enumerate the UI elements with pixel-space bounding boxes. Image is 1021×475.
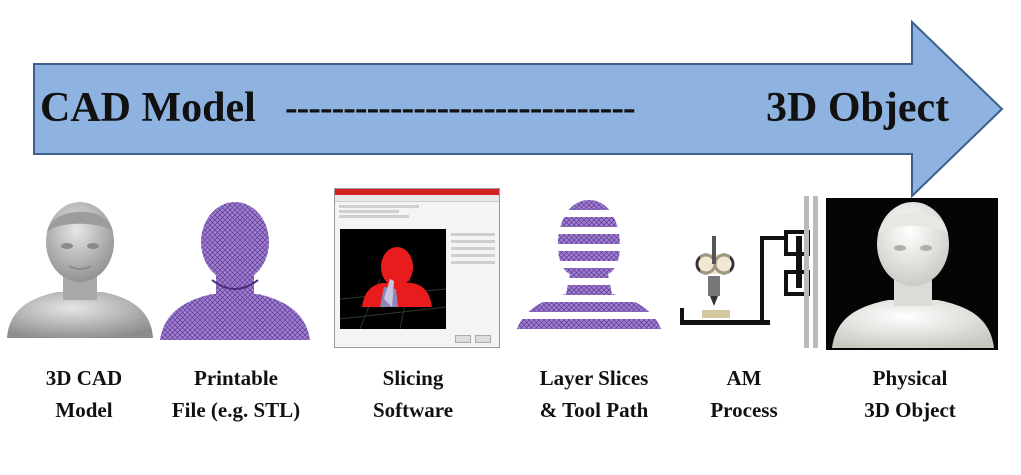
stage-label-line: 3D CAD [45,366,123,390]
stage-label-am: AM Process [659,362,829,426]
stage-label-line: Physical [872,366,948,390]
app-titlebar [335,189,499,195]
stage-label-line: Slicing [382,366,444,390]
stl-mesh-image [160,202,310,340]
stage-label-line: Printable [194,366,278,390]
stage-label-line: Software [372,398,454,422]
layer-slices-image [514,200,664,329]
app-button [475,335,491,343]
stage-label-line: 3D Object [864,398,956,422]
arrow-start-label: CAD Model [40,85,256,131]
stage-label-line: & Tool Path [539,398,649,422]
app-settings-rows [339,205,495,223]
stage-label-slicing: Slicing Software [328,362,498,426]
stage-label-line: AM [726,366,762,390]
app-side-panel [451,229,495,268]
slicing-software-window [334,188,500,348]
stage-label-line: Process [710,398,778,422]
stage-label-line: File (e.g. STL) [171,398,301,422]
am-process-image [680,196,818,348]
cad-bust-image [7,202,153,338]
stage-label-physical: Physical 3D Object [825,362,995,426]
stage-label-stl: Printable File (e.g. STL) [151,362,321,426]
stage-label-line: Layer Slices [539,366,649,390]
app-tabs [335,195,499,202]
arrow-shape [33,19,1004,199]
arrow-end-label: 3D Object [766,85,950,131]
stage-label-cad: 3D CAD Model [0,362,169,426]
app-button [455,335,471,343]
slicer-preview [340,229,446,329]
stage-label-line: Model [55,398,113,422]
physical-object-photo [826,198,998,350]
stage-label-layers: Layer Slices & Tool Path [509,362,679,426]
arrow-dashes: ------------------------------ [285,87,636,129]
